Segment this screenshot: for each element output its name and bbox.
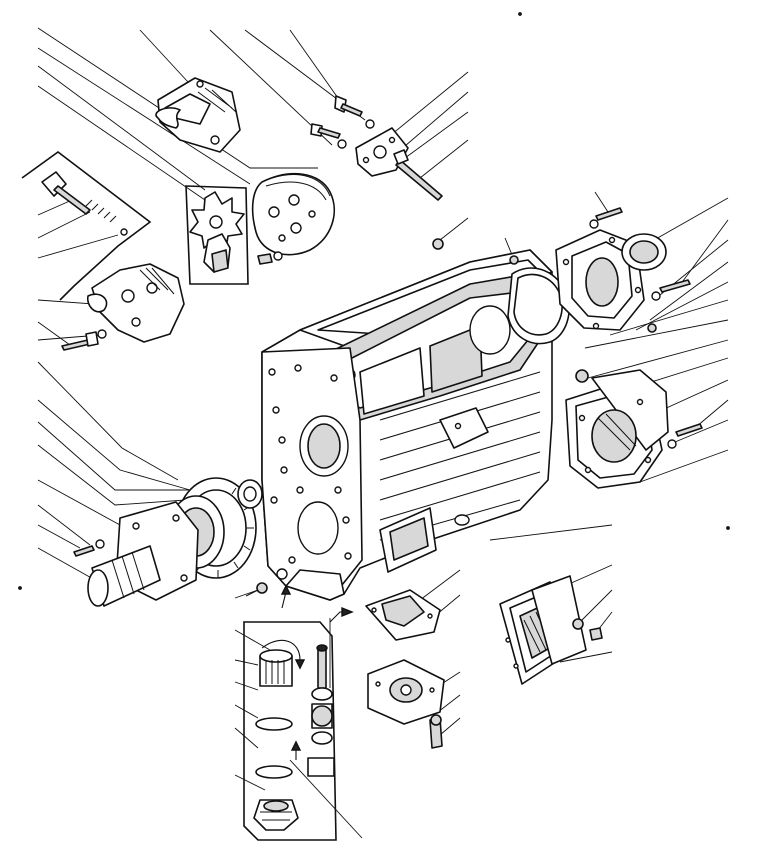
right-bearing-cover <box>432 207 691 383</box>
distributor-housing <box>86 263 185 343</box>
gearbox-housing <box>261 249 553 601</box>
bottom-pan <box>365 589 445 749</box>
right-side-cover <box>565 369 703 489</box>
relief-valve-assembly <box>21 151 152 301</box>
pump-body <box>251 172 335 265</box>
top-bolts <box>310 95 375 149</box>
output-flange-assembly <box>73 477 263 607</box>
artifact-dot <box>726 526 730 530</box>
pump-gear-set <box>185 185 249 285</box>
housing-fasteners <box>245 582 268 597</box>
artifact-dot <box>18 586 22 590</box>
small-cover-plate <box>355 127 443 201</box>
oil-filter-detail <box>243 584 354 841</box>
inspection-cover-plate <box>499 575 603 685</box>
pump-cover-part <box>155 77 241 153</box>
artifact-dot <box>518 12 522 16</box>
left-bolt <box>61 329 107 351</box>
